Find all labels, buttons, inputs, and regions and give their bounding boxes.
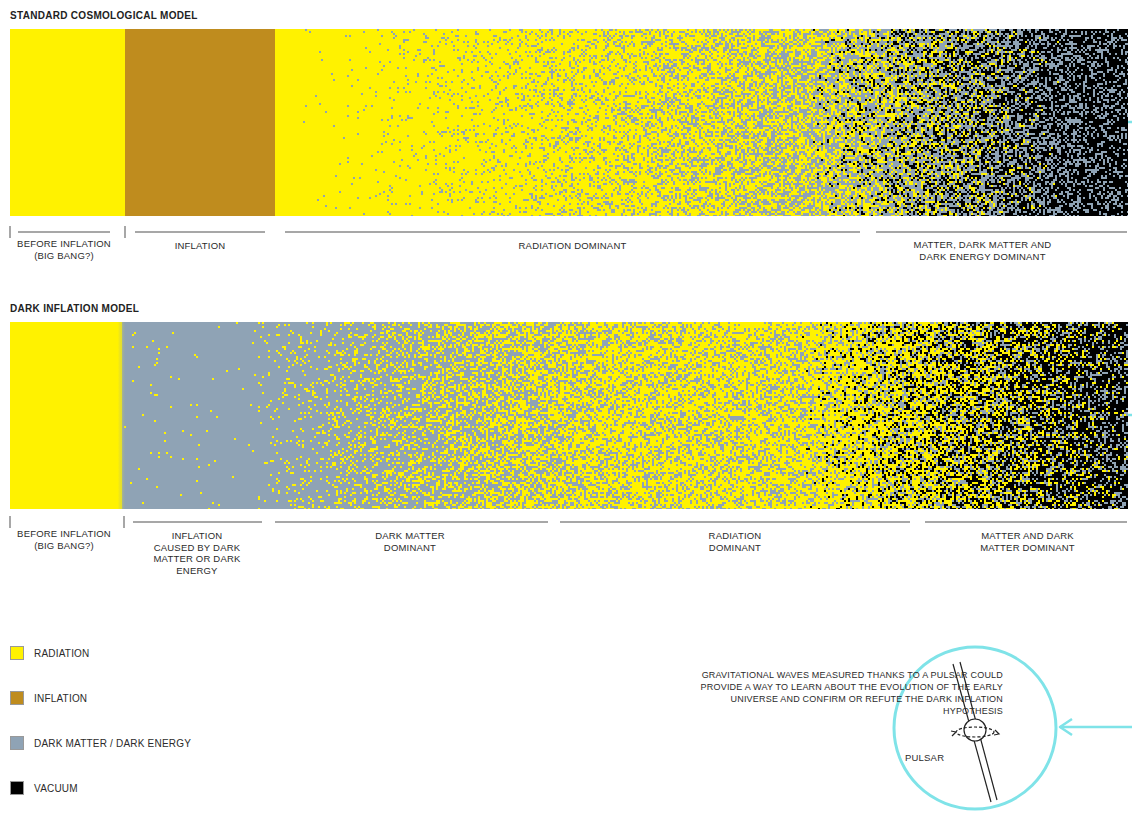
band-texture bbox=[10, 29, 1128, 216]
phase-label: BEFORE INFLATION (BIG BANG?) bbox=[14, 238, 114, 261]
legend-text: VACUUM bbox=[34, 783, 78, 795]
note-text: GRAVITATIONAL WAVES MEASURED THANKS TO A… bbox=[680, 669, 1003, 717]
phase-label: INFLATION CAUSED BY DARK MATTER OR DARK … bbox=[150, 530, 244, 576]
pulsar-label: PULSAR bbox=[905, 752, 944, 764]
legend-swatch bbox=[10, 646, 24, 660]
legend-swatch bbox=[10, 736, 24, 750]
legend-text: DARK MATTER / DARK ENERGY bbox=[34, 738, 191, 750]
model-band: DARK INFLATION MODEL bbox=[10, 303, 1128, 509]
legend-text: INFLATION bbox=[34, 693, 87, 705]
legend-swatch bbox=[10, 781, 24, 795]
phase-label: MATTER AND DARK MATTER DOMINANT bbox=[965, 530, 1090, 553]
pulsar-circle: PULSAR bbox=[891, 644, 1059, 812]
phase-label: RADIATION DOMINANT bbox=[285, 240, 860, 252]
pulsar-illustration bbox=[891, 644, 1059, 812]
phase-label: INFLATION bbox=[135, 240, 265, 252]
legend-text: RADIATION bbox=[34, 648, 90, 660]
model-heading: STANDARD COSMOLOGICAL MODEL bbox=[10, 10, 198, 21]
phase-label: RADIATION DOMINANT bbox=[690, 530, 780, 553]
phase-label: BEFORE INFLATION (BIG BANG?) bbox=[14, 528, 114, 551]
band-texture bbox=[10, 322, 1128, 509]
model-heading: DARK INFLATION MODEL bbox=[10, 303, 139, 314]
legend-swatch bbox=[10, 691, 24, 705]
phase-label: DARK MATTER DOMINANT bbox=[365, 530, 455, 553]
phase-label: MATTER, DARK MATTER AND DARK ENERGY DOMI… bbox=[900, 239, 1065, 262]
model-band: STANDARD COSMOLOGICAL MODEL bbox=[10, 10, 1128, 216]
